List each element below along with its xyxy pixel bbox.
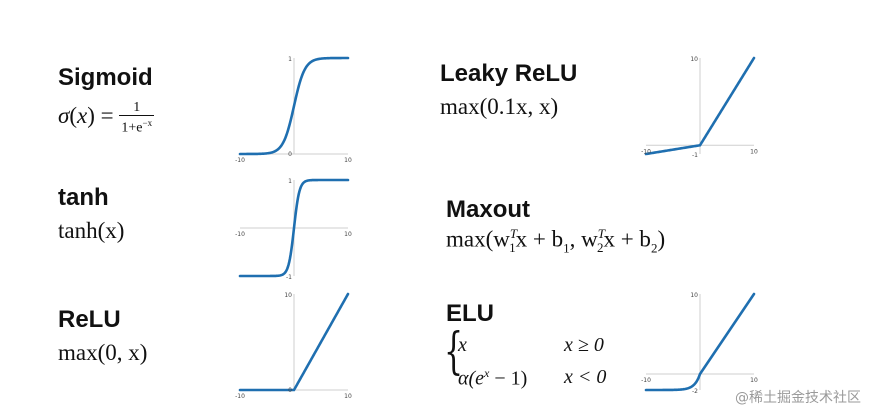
relu-chart: -10 10 10 0 bbox=[235, 292, 352, 400]
tick-label-xmin: -10 bbox=[641, 377, 651, 384]
maxout-formula: max(wT1x + b1, wT2x + b2) bbox=[446, 226, 666, 256]
activation-curve bbox=[238, 56, 350, 156]
tick-label-ybottom: -2 bbox=[692, 388, 698, 395]
tanh-title: tanh bbox=[58, 184, 109, 211]
tick-label-xmax: 10 bbox=[750, 148, 758, 155]
fraction-numerator: 1 bbox=[119, 100, 155, 116]
tick-label-origin: 0 bbox=[288, 151, 292, 158]
elu-case1-expr: x bbox=[458, 334, 467, 356]
activation-curve bbox=[238, 178, 350, 278]
x-var: x bbox=[77, 103, 88, 129]
watermark: @稀土掘金技术社区 bbox=[735, 390, 861, 406]
tick-label-ytop: 10 bbox=[284, 292, 292, 299]
tanh-formula: tanh(x) bbox=[58, 218, 125, 243]
relu-title: ReLU bbox=[58, 306, 121, 333]
tick-label-xmax: 10 bbox=[750, 377, 758, 384]
sigmoid-title: Sigmoid bbox=[58, 64, 153, 91]
tanh-plot: -10 10 1 -1 bbox=[235, 172, 352, 284]
tick-label-ybottom: -1 bbox=[286, 274, 292, 281]
tick-label-xmin: -10 bbox=[235, 231, 245, 238]
brace: { bbox=[444, 322, 464, 380]
activation-curve bbox=[644, 56, 756, 156]
elu-case1-cond: x ≥ 0 bbox=[564, 334, 604, 356]
tick-label-ytop: 10 bbox=[690, 292, 698, 299]
elu-formula: { x x ≥ 0 α(ex − 1) x < 0 bbox=[444, 322, 607, 390]
leaky-relu-formula: max(0.1x, x) bbox=[440, 94, 559, 119]
sigma-symbol: σ bbox=[58, 103, 70, 129]
leaky-relu-title: Leaky ReLU bbox=[440, 60, 578, 87]
tick-label-ytop: 1 bbox=[288, 56, 292, 63]
tick-label-origin: 0 bbox=[288, 387, 292, 394]
maxout-title: Maxout bbox=[446, 196, 530, 223]
tick-label-ytop: 10 bbox=[690, 56, 698, 63]
relu-plot: -10 10 10 0 bbox=[235, 286, 352, 400]
leaky-relu-chart: -10 10 10 -1 bbox=[641, 56, 758, 159]
tick-label-xmax: 10 bbox=[344, 231, 352, 238]
activation-curve bbox=[238, 292, 350, 392]
elu-plot: -10 10 10 -2 bbox=[641, 286, 758, 398]
activation-curve bbox=[644, 292, 756, 392]
tick-label-xmin: -10 bbox=[235, 157, 245, 164]
tick-label-xmax: 10 bbox=[344, 393, 352, 400]
tick-label-ytop: 1 bbox=[288, 178, 292, 185]
elu-chart: -10 10 10 -2 bbox=[641, 292, 758, 395]
tick-label-xmax: 10 bbox=[344, 157, 352, 164]
elu-case2-cond: x < 0 bbox=[564, 366, 607, 388]
elu-case2-expr: α(e bbox=[458, 367, 485, 390]
tick-label-xmin: -10 bbox=[235, 393, 245, 400]
sigmoid-formula: σ(x) = 1 1+e−x bbox=[58, 100, 155, 136]
fraction-denominator: 1+e−x bbox=[121, 118, 153, 136]
tanh-chart: -10 10 1 -1 bbox=[235, 178, 352, 281]
leaky-relu-plot: -10 10 10 -1 bbox=[641, 50, 758, 162]
tick-label-xmin: -10 bbox=[641, 148, 651, 155]
sigmoid-fraction: 1 1+e−x bbox=[119, 100, 155, 136]
equals-sign: = bbox=[100, 103, 114, 129]
elu-title: ELU bbox=[446, 300, 494, 327]
tick-label-ybottom: -1 bbox=[692, 152, 698, 159]
relu-formula: max(0, x) bbox=[58, 340, 148, 365]
